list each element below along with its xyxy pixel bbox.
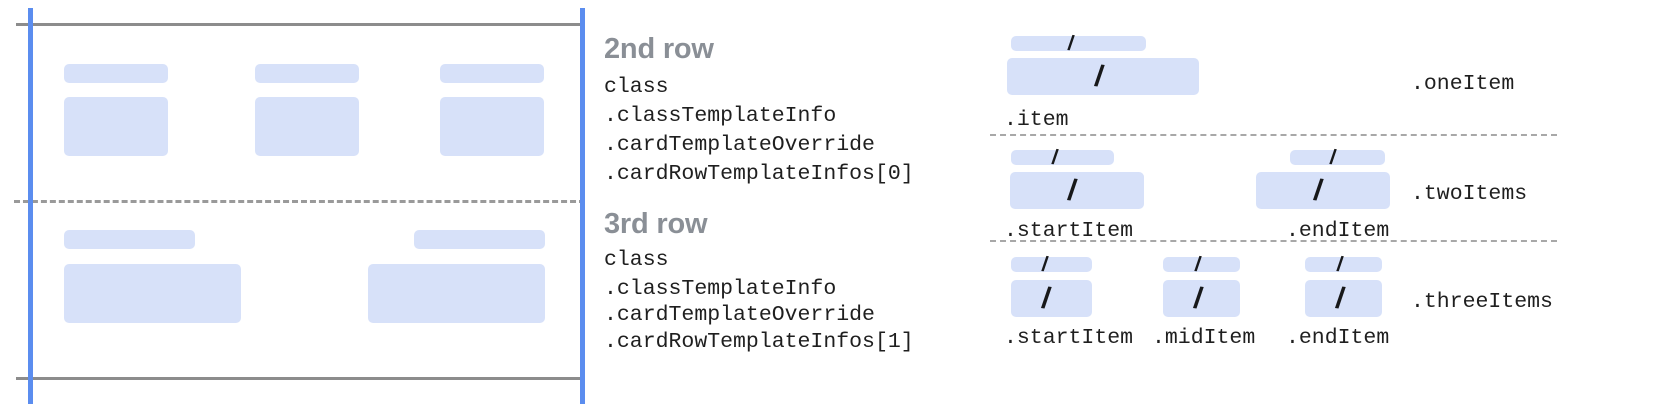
- left-margin-guide: [28, 8, 33, 404]
- row2-col1-body-block: [64, 97, 168, 156]
- row-3-code-line-3: .cardTemplateOverride: [604, 303, 875, 327]
- row3-col2-body-block: [368, 264, 545, 323]
- one-item-label-block: [1011, 36, 1146, 51]
- three-items-mid-slot-label: .midItem: [1152, 326, 1256, 350]
- row-3-heading: 3rd row: [604, 208, 708, 240]
- two-items-end-body-block: [1256, 172, 1390, 209]
- right-margin-guide: [580, 8, 585, 404]
- row2-col3-label-block: [440, 64, 544, 83]
- row-2-code-line-3: .cardTemplateOverride: [604, 133, 875, 157]
- three-items-mid-label-block: [1163, 257, 1240, 272]
- row-2-code-line-1: class: [604, 75, 669, 99]
- three-items-end-label-block: [1305, 257, 1382, 272]
- three-items-start-slot-label: .startItem: [1004, 326, 1134, 350]
- top-boundary-rule: [16, 23, 583, 26]
- row2-col2-body-block: [255, 97, 359, 156]
- row-3-code-line-4: .cardRowTemplateInfos[1]: [604, 330, 914, 354]
- row2-col2-label-block: [255, 64, 359, 83]
- three-items-end-slot-label: .endItem: [1286, 326, 1390, 350]
- row3-col1-label-block: [64, 230, 195, 249]
- variant-divider-2: [990, 240, 1557, 242]
- row-2-heading: 2nd row: [604, 33, 714, 65]
- two-items-start-label-block: [1011, 150, 1114, 165]
- row-3-code-line-1: class: [604, 248, 669, 272]
- row2-col3-body-block: [440, 97, 544, 156]
- three-items-variant-label: .threeItems: [1411, 290, 1553, 314]
- row-3-code-line-2: .classTemplateInfo: [604, 277, 837, 301]
- row-2-code-line-2: .classTemplateInfo: [604, 104, 837, 128]
- row-divider-dashed: [14, 200, 585, 203]
- row-2-code-line-4: .cardRowTemplateInfos[0]: [604, 162, 914, 186]
- two-items-end-label-block: [1290, 150, 1385, 165]
- three-items-start-body-block: [1011, 280, 1092, 317]
- two-items-start-body-block: [1010, 172, 1144, 209]
- three-items-end-body-block: [1305, 280, 1382, 317]
- one-item-slot-label: .item: [1004, 108, 1069, 132]
- variant-divider-1: [990, 134, 1557, 136]
- two-items-start-slot-label: .startItem: [1004, 219, 1134, 243]
- row2-col1-label-block: [64, 64, 168, 83]
- row3-col1-body-block: [64, 264, 241, 323]
- one-item-variant-label: .oneItem: [1411, 72, 1515, 96]
- two-items-end-slot-label: .endItem: [1286, 219, 1390, 243]
- bottom-boundary-rule: [16, 377, 583, 380]
- three-items-start-label-block: [1011, 257, 1092, 272]
- row3-col2-label-block: [414, 230, 545, 249]
- one-item-body-block: [1007, 58, 1199, 95]
- two-items-variant-label: .twoItems: [1411, 182, 1528, 206]
- three-items-mid-body-block: [1163, 280, 1240, 317]
